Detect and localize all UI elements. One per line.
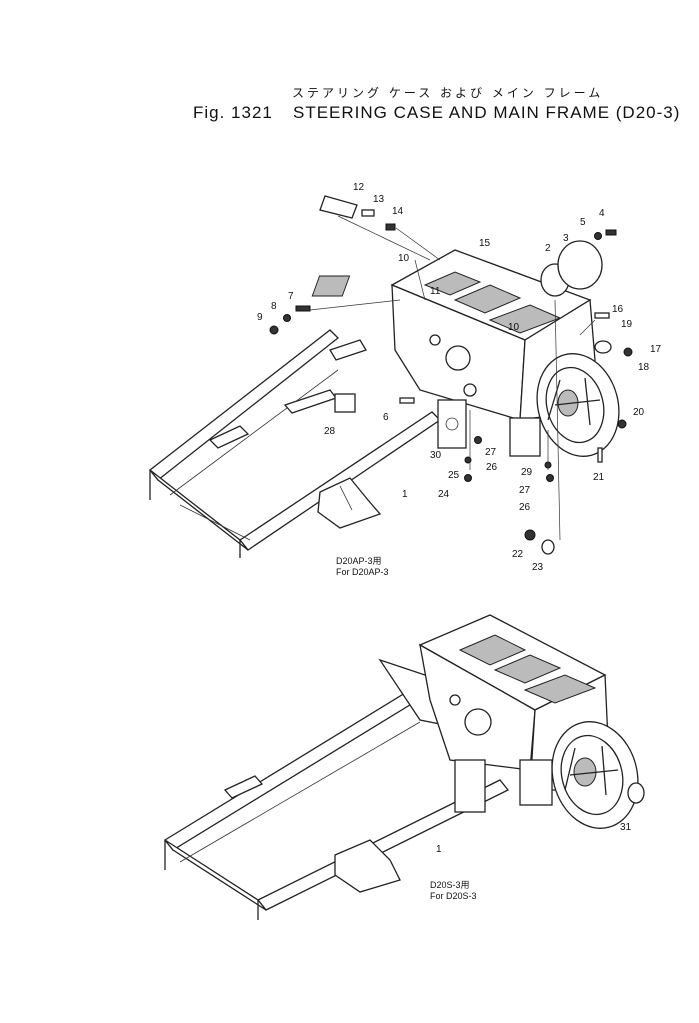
callout: 26 xyxy=(486,462,498,473)
callout: 27 xyxy=(519,485,531,496)
variant-note-lower-jp: D20S-3用 xyxy=(430,880,470,890)
callout: 24 xyxy=(438,489,450,500)
callout: 13 xyxy=(373,194,385,205)
variant-note-upper: D20AP-3用 For D20AP-3 xyxy=(336,556,389,578)
part-9-nut xyxy=(269,325,279,335)
part-31 xyxy=(627,782,645,804)
callout: 6 xyxy=(383,412,389,423)
callout: 1 xyxy=(436,844,442,855)
lower-steering-case-front xyxy=(419,643,536,771)
part-5 xyxy=(594,232,602,240)
callout: 12 xyxy=(353,182,365,193)
upper-callouts: 12 13 14 4 5 3 2 15 10 11 7 8 9 16 10 19… xyxy=(257,182,662,573)
part-8-washer xyxy=(283,314,291,322)
callout: 2 xyxy=(545,243,551,254)
callout: 9 xyxy=(257,312,263,323)
callout: 5 xyxy=(580,217,586,228)
callout: 16 xyxy=(612,304,624,315)
callout: 29 xyxy=(521,467,533,478)
callout: 28 xyxy=(324,426,336,437)
callout: 27 xyxy=(485,447,497,458)
callout: 11 xyxy=(430,286,441,297)
callout: 19 xyxy=(621,319,633,330)
variant-note-lower-en: For D20S-3 xyxy=(430,891,477,901)
callout: 4 xyxy=(599,208,605,219)
callout: 3 xyxy=(563,233,569,244)
lower-assembly xyxy=(164,614,645,920)
lower-callouts: 1 31 xyxy=(436,822,632,855)
lower-frame-front-crossmember xyxy=(164,839,267,911)
part-6 xyxy=(399,397,415,404)
callout: 17 xyxy=(650,344,662,355)
part-13 xyxy=(361,209,375,217)
upper-assembly xyxy=(149,195,633,558)
part-19 xyxy=(594,340,612,354)
part-23 xyxy=(541,539,555,555)
variant-note-upper-jp: D20AP-3用 xyxy=(336,556,382,566)
callout: 10 xyxy=(398,253,410,264)
callout: 23 xyxy=(532,562,544,573)
callout: 14 xyxy=(392,206,404,217)
callout: 30 xyxy=(430,450,442,461)
part-20 xyxy=(617,419,627,429)
variant-note-upper-en: For D20AP-3 xyxy=(336,567,389,577)
title-english: STEERING CASE AND MAIN FRAME (D20-3) xyxy=(293,103,681,122)
part-17 xyxy=(623,347,633,357)
upper-frame-support-bracket xyxy=(317,477,382,529)
lower-frame-support-bracket xyxy=(334,839,401,893)
callout: 21 xyxy=(593,472,605,483)
callout: 1 xyxy=(402,489,408,500)
part-25 xyxy=(464,456,472,464)
upper-frame-front-crossmember xyxy=(149,469,249,551)
part-21 xyxy=(597,447,603,463)
callout: 31 xyxy=(620,822,632,833)
variant-note-lower: D20S-3用 For D20S-3 xyxy=(430,880,477,902)
part-16 xyxy=(594,312,610,319)
part-22 xyxy=(524,529,536,541)
part-24 xyxy=(464,474,472,482)
part-7-bolt xyxy=(295,305,311,312)
title-japanese: ステアリング ケース および メイン フレーム xyxy=(292,86,604,100)
part-28-bracket xyxy=(334,393,356,413)
part-14 xyxy=(385,223,396,231)
callout: 10 xyxy=(508,322,520,333)
callout: 22 xyxy=(512,549,524,560)
part-26 xyxy=(474,436,482,444)
part-12-cover xyxy=(319,195,358,219)
lower-frame-left-rail xyxy=(164,689,419,851)
callout: 20 xyxy=(633,407,645,418)
upper-frame-right-rail xyxy=(239,411,442,551)
figure-number: Fig. 1321 xyxy=(193,103,273,122)
part-4-bolt xyxy=(605,229,617,236)
callout: 18 xyxy=(638,362,650,373)
part-3-cover xyxy=(557,240,603,290)
callout: 8 xyxy=(271,301,277,312)
callout: 25 xyxy=(448,470,460,481)
callout: 7 xyxy=(288,291,294,302)
callout: 26 xyxy=(519,502,531,513)
callout: 15 xyxy=(479,238,491,249)
part-26b xyxy=(546,474,554,482)
